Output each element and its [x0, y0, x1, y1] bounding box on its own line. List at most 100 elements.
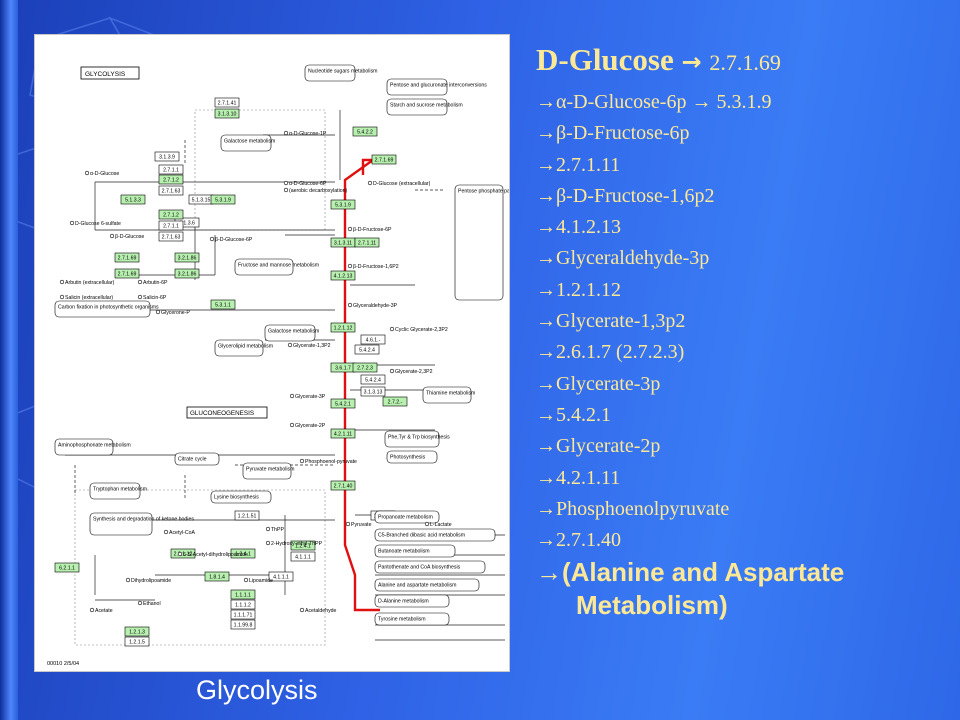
- enzyme-box: 4.1.1.1: [290, 551, 316, 562]
- enzyme-box: 2.7.1.63: [158, 185, 184, 196]
- compound-node: [59, 279, 65, 285]
- pathway-name: Glycerolipid metabolism: [218, 344, 273, 350]
- enzyme-ec: 1.2.1.5: [129, 640, 145, 646]
- slide-caption: Glycolysis: [196, 675, 318, 705]
- compound-label: β-D-Fructose-6P: [353, 227, 392, 233]
- pathway-box: D-Alanine metabolism: [374, 594, 450, 608]
- pathway-name: Synthesis and degradation of ketone bodi…: [93, 517, 194, 523]
- compound-node: [177, 551, 183, 557]
- compound-label: Salicin (extracellular): [65, 295, 113, 301]
- enzyme-box: 3.2.1.86: [174, 252, 200, 263]
- pathway-box: Galactose metabolism: [264, 324, 319, 342]
- enzyme-ec: 2.7.1.2: [163, 178, 179, 184]
- enzyme-ec: 5.3.1.9: [215, 198, 231, 204]
- enzyme-box: 5.3.1.9: [210, 194, 236, 205]
- pathway-box: Alanine and aspartate metabolism: [374, 578, 480, 592]
- enzyme-box: 5.4.2.1: [330, 398, 356, 409]
- compound-node: [299, 607, 305, 613]
- enzyme-box: 2.7.1.69: [371, 154, 397, 165]
- enzyme-box: 3.1.3.10: [214, 108, 240, 119]
- step-item: →4.2.1.11: [536, 466, 621, 489]
- final-step: →(Alanine and Aspartate Metabolism): [536, 556, 956, 622]
- step-item: →Glycerate-2p: [536, 435, 661, 458]
- compound-label: Glycerate-3P: [295, 394, 326, 400]
- compound-node: [283, 187, 289, 193]
- final-line-2: Metabolism): [576, 590, 728, 621]
- enzyme-ec: 2.7.1.63: [162, 235, 181, 241]
- pathway-box: Propanoate metabolism: [374, 510, 440, 524]
- compound-node: [163, 529, 169, 535]
- enzyme-ec: 3.1.3.9: [159, 155, 175, 161]
- pathway-box: Tryptophan metabolism: [89, 482, 147, 500]
- enzyme-box: 5.4.2.2: [352, 126, 378, 137]
- enzyme-ec: 2.7.1.69: [118, 272, 137, 278]
- pathway-box: Aminophosphonate metabolism: [54, 438, 131, 456]
- enzyme-box: 6.2.1.1: [54, 562, 80, 573]
- enzyme-box: 1.2.1.3: [124, 626, 150, 637]
- compound-node: [265, 526, 271, 532]
- pathway-box: Nucleotide sugars metabolism: [304, 64, 378, 82]
- enzyme-box: 4.2.1.11: [330, 428, 356, 439]
- enzyme-box: 3.1.3.11: [330, 237, 356, 248]
- pathway-name: Alanine and aspartate metabolism: [378, 583, 456, 589]
- enzyme-box: 4.6.1.-: [360, 334, 386, 345]
- pathway-name: Pyruvate metabolism: [246, 467, 294, 473]
- enzyme-ec: 2.7.2.3: [357, 366, 373, 372]
- enzyme-ec: 4.1.2.13: [334, 274, 353, 280]
- compound-node: [367, 180, 373, 186]
- pathway-name: Pentose and glucuronate interconversions: [390, 83, 487, 89]
- pathway-box: Pantothenate and CoA biosynthesis: [374, 560, 486, 574]
- pathway-name: Starch and sucrose metabolism: [390, 103, 463, 109]
- pathway-name: Galactose metabolism: [224, 139, 275, 145]
- step-item: →1.2.1.12: [536, 278, 621, 301]
- title-line: D-Glucose → 2.7.1.69: [536, 40, 956, 83]
- compound-label: Phosphoenol-pyruvate: [305, 459, 357, 465]
- pathway-box: Pentose phosphate pathway: [454, 184, 509, 301]
- enzyme-box: 1.8.1.4: [204, 571, 230, 582]
- compound-node: [347, 263, 353, 269]
- pathway-name: Thiamine metabolism: [426, 391, 475, 397]
- enzyme-box: 4.1.2.13: [330, 270, 356, 281]
- pathway-name: Galactose metabolism: [268, 329, 319, 335]
- enzyme-ec: 5.4.2.1: [335, 402, 351, 408]
- compound-node: [89, 607, 95, 613]
- pathway-box: Synthesis and degradation of ketone bodi…: [89, 512, 194, 536]
- enzyme-box: 2.7.2.-: [382, 396, 408, 407]
- enzyme-box: 5.4.2.4: [360, 374, 386, 385]
- enzyme-box: 1.1.1.71: [230, 609, 256, 620]
- enzyme-ec: 3.2.1.86: [178, 256, 197, 262]
- enzyme-box: 1.2.4.1: [230, 548, 256, 559]
- compound-node: [243, 577, 249, 583]
- enzyme-box: 2.7.1.69: [114, 252, 140, 263]
- step-item: →Glycerate-1,3p2: [536, 310, 686, 333]
- compound-label: Ethanol: [143, 601, 161, 607]
- pathway-name: Photosynthesis: [390, 455, 426, 461]
- enzyme-ec: 1.1.99.8: [234, 623, 253, 629]
- pathway-box: Thiamine metabolism: [422, 386, 475, 404]
- pathway-diagram: GLYCOLYSIS GLUCONEOGENESIS 00010 2/5/04: [34, 34, 510, 672]
- pathway-box: Butanoate metabolism: [374, 544, 456, 558]
- compound-label: β-D-Fructose-1,6P2: [353, 264, 399, 270]
- enzyme-ec: 3.1.3.13: [364, 390, 383, 396]
- compound-label: Acetate: [95, 608, 113, 614]
- enzyme-box: 2.7.1.2: [158, 174, 184, 185]
- pathway-box: Lysine biosynthesis: [210, 490, 272, 504]
- enzyme-ec: 1.1.1.2: [235, 603, 251, 609]
- enzyme-box: 5.3.1.9: [330, 199, 356, 210]
- enzyme-box: 2.7.1.41: [214, 97, 240, 108]
- compound-node: [389, 368, 395, 374]
- compound-label: Glycerone-P: [161, 310, 190, 316]
- enzyme-box: 4.1.1.1: [268, 571, 294, 582]
- compound-label: Glycerate-1,3P2: [293, 343, 331, 349]
- compound-label: D-Glucose (extracellular): [373, 181, 431, 187]
- step-item: →2.7.1.11: [536, 153, 621, 176]
- step-item: →2.6.1.7 (2.7.2.3): [536, 341, 685, 364]
- enzyme-ec: 1.2.1.12: [334, 326, 353, 332]
- enzyme-box: 2.7.1.2: [158, 209, 184, 220]
- compound-node: [69, 220, 75, 226]
- enzyme-ec: 6.2.1.1: [59, 566, 75, 572]
- enzyme-box: 1.1.1.1: [230, 589, 256, 600]
- compound-node: [283, 180, 289, 186]
- enzyme-ec: 1.2.4.1: [295, 544, 311, 550]
- pathway-name: Butanoate metabolism: [378, 549, 430, 555]
